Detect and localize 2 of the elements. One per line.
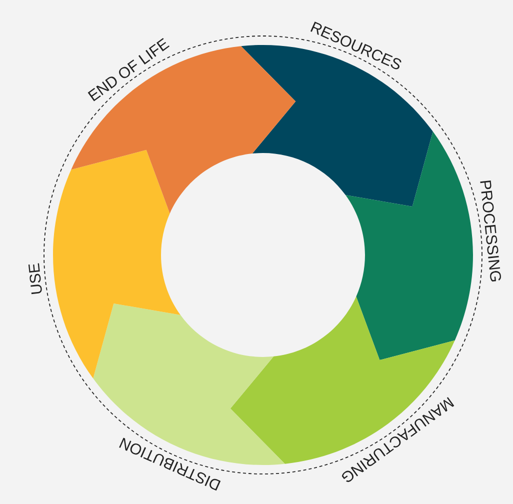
segment-label: USE: [28, 263, 42, 294]
segment-label: PROCESSING: [480, 180, 501, 282]
